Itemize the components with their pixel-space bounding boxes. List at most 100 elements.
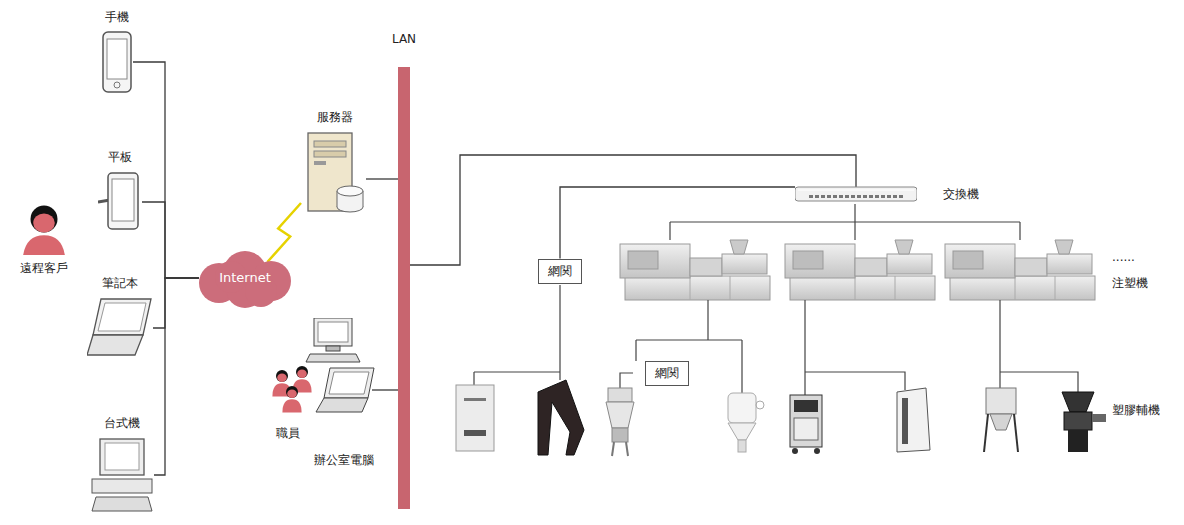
drawing-part xyxy=(87,335,143,355)
drawing-part xyxy=(887,195,891,198)
drawing-part xyxy=(986,388,1016,414)
network-connector xyxy=(154,278,199,475)
drawing-part xyxy=(276,370,288,382)
drawing-part xyxy=(314,151,346,157)
network-connector xyxy=(410,155,856,265)
drawing-part xyxy=(22,235,65,255)
drawing-part xyxy=(990,414,1012,430)
drawing-part xyxy=(282,399,301,412)
drawing-part xyxy=(851,195,855,198)
drawing-part xyxy=(112,179,134,221)
network-connector xyxy=(133,62,199,278)
drawing-part xyxy=(620,240,770,300)
drawing-part xyxy=(314,141,346,147)
drawing-part xyxy=(363,191,364,207)
drawing-part xyxy=(612,442,614,456)
injection-machines xyxy=(620,240,1095,300)
network-wires xyxy=(474,204,1078,395)
drawing-part xyxy=(728,393,756,423)
caption-label: 注塑機 xyxy=(1112,276,1148,291)
drawing-part xyxy=(902,398,908,444)
drawing-part xyxy=(670,204,1020,240)
node-label: 交換機 xyxy=(943,187,979,202)
drawing-part xyxy=(92,479,152,493)
node-label: 遠程客戶 xyxy=(20,261,68,276)
drawing-part xyxy=(798,190,914,191)
drawing-part xyxy=(728,423,756,440)
drawing-part xyxy=(795,187,917,201)
drawing-part xyxy=(324,368,374,398)
drawing-part xyxy=(108,173,138,229)
drawing-part xyxy=(296,366,308,378)
drawing-part xyxy=(1014,414,1018,452)
server: 服務器 xyxy=(304,110,366,215)
drawing-part xyxy=(738,440,746,452)
drawing-part xyxy=(897,388,930,452)
phone-device: 手機 xyxy=(101,10,133,93)
drawing-part xyxy=(93,299,151,335)
node-label: 筆記本 xyxy=(102,276,138,291)
drawing-part xyxy=(794,400,818,412)
drawing-part xyxy=(620,373,633,388)
drawing-part xyxy=(287,390,297,398)
drawing-part xyxy=(626,442,628,456)
server-icon xyxy=(304,131,366,215)
drawing-part xyxy=(1062,392,1094,412)
drawing-part xyxy=(899,195,903,198)
gateway-box: 網関 xyxy=(645,361,689,386)
sw-icon xyxy=(795,184,917,204)
desktop-icon xyxy=(90,437,154,513)
drawing-part xyxy=(314,318,352,346)
drawing-part xyxy=(316,398,368,412)
laptop-icon xyxy=(87,297,153,359)
network-connector xyxy=(366,178,398,179)
drawing-part xyxy=(875,195,879,198)
gateway-box: 網関 xyxy=(538,259,582,284)
caption-label: ...... xyxy=(1112,250,1135,265)
tablet-icon xyxy=(98,171,142,233)
desktop-device: 台式機 xyxy=(90,416,154,513)
drawing-part xyxy=(636,300,742,393)
gateway-label: 網関 xyxy=(655,366,679,381)
drawing-part xyxy=(821,195,825,198)
drawing-part xyxy=(329,372,369,394)
drawing-part xyxy=(845,195,849,198)
wireless-link xyxy=(267,203,301,262)
drawing-part xyxy=(1000,300,1078,392)
node-label: 服務器 xyxy=(317,110,353,125)
drawing-part xyxy=(827,195,831,198)
drawing-part xyxy=(337,186,363,196)
node-label: 辦公室電腦 xyxy=(314,453,374,468)
auxiliary-machines xyxy=(456,380,1106,456)
drawing-part xyxy=(790,395,822,447)
node-label: 職員 xyxy=(276,426,300,441)
drawing-part xyxy=(314,161,326,165)
office-computers: 職員辦公室電腦 xyxy=(270,318,376,468)
network-connector xyxy=(560,187,795,259)
lan-bus: LAN xyxy=(392,32,416,509)
node-label: Internet xyxy=(219,270,271,286)
tablet-device: 平板 xyxy=(98,150,142,233)
drawing-part xyxy=(833,195,837,198)
drawing-part xyxy=(464,398,486,401)
drawing-part xyxy=(893,195,897,198)
drawing-part xyxy=(100,439,144,475)
drawing-part xyxy=(456,385,494,451)
phone-icon xyxy=(101,31,133,93)
node-label: 手機 xyxy=(105,10,129,25)
drawing-part xyxy=(103,32,131,92)
network-connector xyxy=(153,278,199,328)
drawing-part xyxy=(297,370,307,378)
drawing-part xyxy=(306,354,360,362)
laptop-device: 筆記本 xyxy=(87,276,153,359)
node-label: 平板 xyxy=(108,150,132,165)
drawing-part xyxy=(792,448,798,454)
drawing-part xyxy=(945,240,1095,300)
drawing-part xyxy=(326,346,340,351)
drawing-part xyxy=(98,303,146,331)
lan-bar xyxy=(398,67,410,509)
drawing-part xyxy=(1068,430,1088,452)
